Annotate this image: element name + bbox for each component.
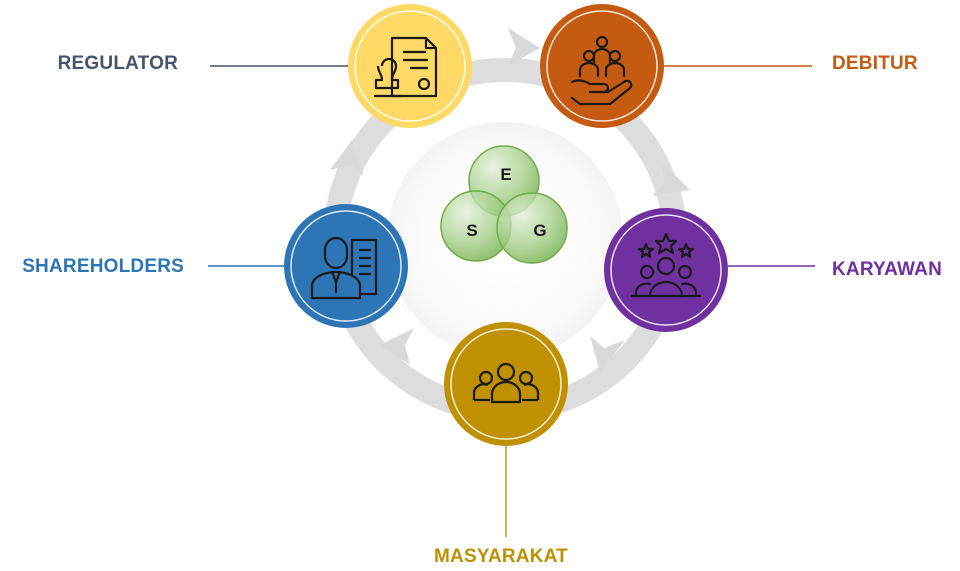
team-stars-icon <box>630 232 702 298</box>
cycle-arrow-top <box>508 28 540 66</box>
regulator-node <box>348 4 472 128</box>
document-stamp-icon <box>374 36 438 98</box>
masyarakat-node <box>444 322 568 446</box>
debitur-node <box>540 4 664 128</box>
karyawan-label: KARYAWAN <box>832 259 942 280</box>
esg-letter-e: E <box>500 165 511 184</box>
people-in-hand-icon <box>570 35 633 106</box>
esg-letter-g: G <box>533 221 546 240</box>
shareholders-node <box>284 204 408 328</box>
cycle-arrow-bottom-right <box>590 336 625 372</box>
esg-circle-g <box>496 192 568 264</box>
esg-letter-s: S <box>466 221 477 240</box>
shareholders-label: SHAREHOLDERS <box>22 256 184 277</box>
debitur-label: DEBITUR <box>832 53 918 74</box>
cycle-arrow-left <box>330 140 364 176</box>
karyawan-node <box>604 208 728 332</box>
cycle-arrow-bottom-left <box>380 328 414 365</box>
esg-center: E S G <box>440 145 568 264</box>
regulator-label: REGULATOR <box>57 53 178 74</box>
businessman-building-icon <box>310 236 378 300</box>
masyarakat-label: MASYARAKAT <box>434 546 568 567</box>
cycle-arrow-right <box>652 160 690 196</box>
community-icon <box>472 362 540 404</box>
